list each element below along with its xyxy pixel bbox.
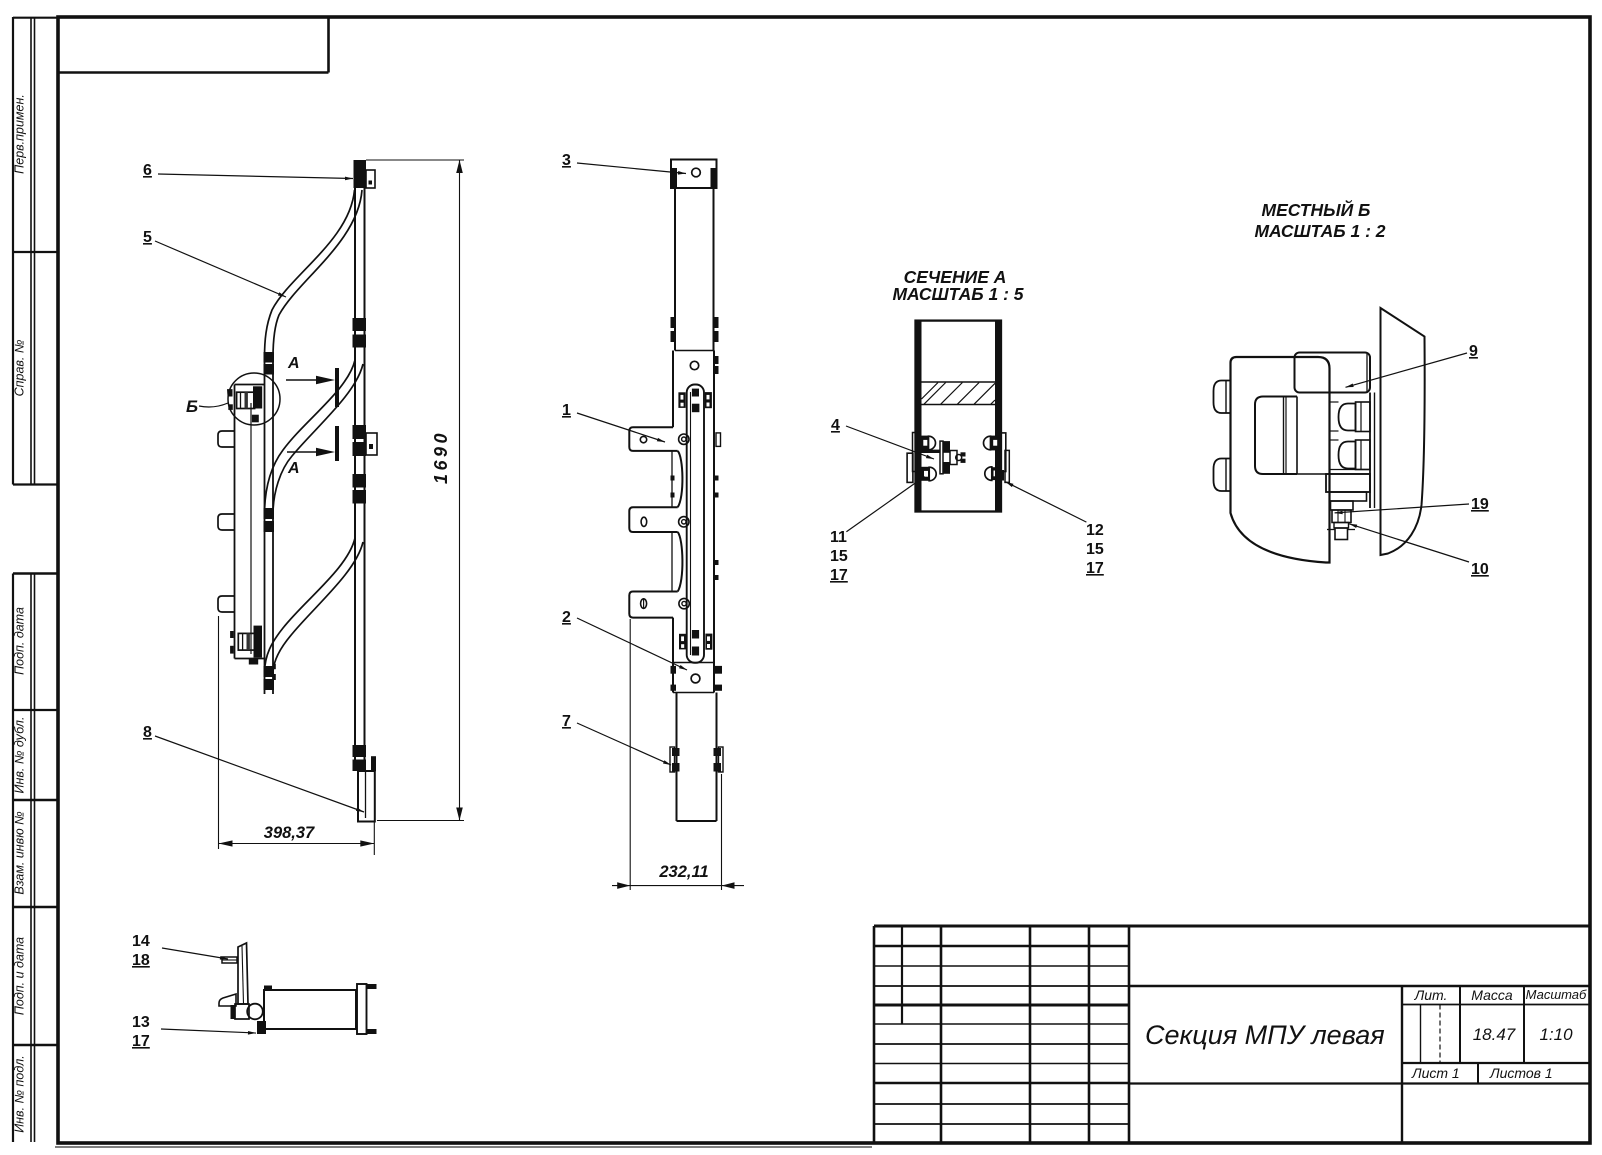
svg-text:СЕЧЕНИЕ А: СЕЧЕНИЕ А: [904, 267, 1007, 287]
svg-text:15: 15: [1086, 541, 1104, 558]
svg-text:Лист 1: Лист 1: [1411, 1065, 1460, 1081]
svg-text:7: 7: [562, 713, 571, 730]
svg-text:Б: Б: [186, 397, 198, 416]
svg-text:2: 2: [562, 609, 571, 626]
svg-text:18.47: 18.47: [1473, 1025, 1516, 1044]
svg-text:Инв. № дубл.: Инв. № дубл.: [13, 717, 27, 794]
svg-text:3: 3: [562, 152, 571, 169]
svg-text:Масса: Масса: [1471, 987, 1513, 1003]
svg-text:398,37: 398,37: [264, 824, 315, 842]
svg-text:232,11: 232,11: [658, 863, 708, 881]
svg-text:19: 19: [1471, 496, 1489, 513]
svg-text:12: 12: [1086, 522, 1104, 539]
svg-text:11: 11: [830, 529, 847, 546]
svg-text:4: 4: [831, 417, 840, 434]
svg-text:Подп. и дата: Подп. и дата: [13, 937, 27, 1015]
svg-text:13: 13: [132, 1014, 150, 1031]
svg-text:6: 6: [143, 162, 152, 179]
svg-text:1690: 1690: [431, 430, 451, 484]
svg-text:18: 18: [132, 952, 150, 969]
svg-text:МАСШТАБ 1 : 5: МАСШТАБ 1 : 5: [892, 284, 1023, 304]
svg-text:8: 8: [143, 724, 152, 741]
svg-text:17: 17: [132, 1033, 150, 1050]
svg-text:17: 17: [1086, 560, 1104, 577]
svg-text:Перв.примен.: Перв.примен.: [13, 94, 27, 174]
svg-text:Подп. дата: Подп. дата: [13, 607, 27, 675]
svg-text:А: А: [287, 460, 300, 477]
svg-text:5: 5: [143, 229, 152, 246]
svg-text:1: 1: [562, 402, 571, 419]
svg-text:Справ. №: Справ. №: [13, 339, 27, 396]
svg-text:Инв. № подл.: Инв. № подл.: [13, 1055, 27, 1133]
svg-text:Листов 1: Листов 1: [1489, 1065, 1553, 1081]
svg-text:17: 17: [830, 567, 848, 584]
svg-text:Секция МПУ левая: Секция МПУ левая: [1145, 1020, 1385, 1050]
svg-text:14: 14: [132, 933, 150, 950]
svg-text:10: 10: [1471, 561, 1489, 578]
svg-text:15: 15: [830, 548, 848, 565]
svg-text:9: 9: [1469, 343, 1478, 360]
svg-text:МАСШТАБ 1 : 2: МАСШТАБ 1 : 2: [1254, 221, 1385, 241]
svg-text:Масштаб: Масштаб: [1526, 987, 1587, 1002]
svg-text:1:10: 1:10: [1539, 1025, 1573, 1044]
svg-text:Лит.: Лит.: [1414, 987, 1448, 1003]
svg-text:МЕСТНЫЙ Б: МЕСТНЫЙ Б: [1262, 199, 1371, 220]
svg-text:Взам. инвю №: Взам. инвю №: [13, 811, 27, 895]
svg-text:А: А: [287, 355, 300, 372]
